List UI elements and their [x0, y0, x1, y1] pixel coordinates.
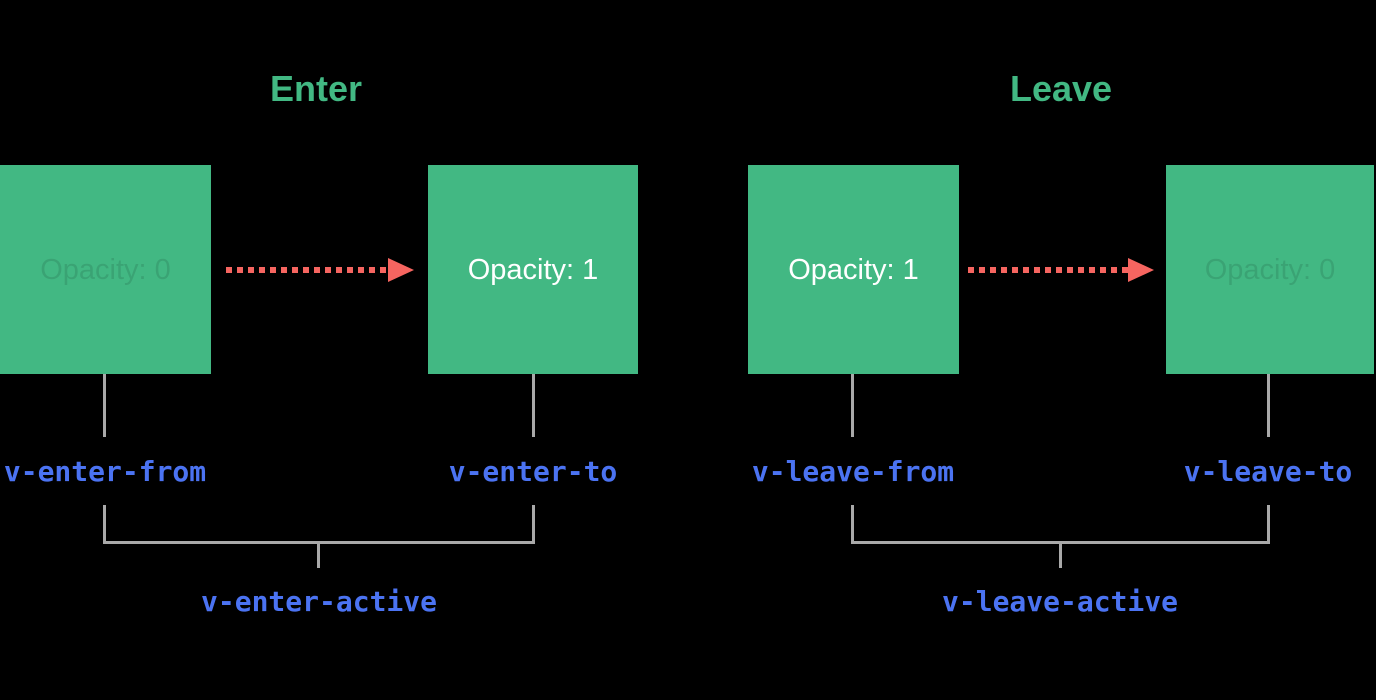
leave-arrowhead-icon	[1128, 258, 1154, 282]
leave-dashed-arrow	[968, 267, 1128, 273]
leave-to-opacity-label: Opacity: 0	[1204, 253, 1336, 286]
leave-to-connector-line	[1267, 374, 1270, 437]
enter-active-class-label: v-enter-active	[200, 585, 438, 618]
enter-to-class-label: v-enter-to	[448, 455, 618, 488]
leave-from-opacity-label: Opacity: 1	[788, 253, 919, 286]
leave-active-bracket-line	[851, 505, 1270, 544]
enter-arrowhead-icon	[388, 258, 414, 282]
leave-from-connector-line	[851, 374, 854, 437]
enter-active-bracket-line	[103, 505, 535, 544]
leave-section-title: Leave	[1009, 68, 1113, 109]
enter-from-opacity-label: Opacity: 0	[40, 253, 171, 286]
leave-active-class-label: v-leave-active	[941, 585, 1179, 618]
leave-from-class-label: v-leave-from	[751, 455, 955, 488]
leave-from-box: Opacity: 1	[748, 165, 959, 374]
enter-from-box: Opacity: 0	[0, 165, 211, 374]
enter-from-class-label: v-enter-from	[3, 455, 207, 488]
enter-section-title: Enter	[269, 68, 363, 109]
enter-from-connector-line	[103, 374, 106, 437]
enter-to-connector-line	[532, 374, 535, 437]
enter-dashed-arrow	[226, 267, 386, 273]
leave-active-tick-line	[1059, 544, 1062, 568]
enter-to-opacity-label: Opacity: 1	[467, 253, 599, 286]
leave-to-class-label: v-leave-to	[1183, 455, 1353, 488]
enter-active-tick-line	[317, 544, 320, 568]
enter-to-box: Opacity: 1	[428, 165, 638, 374]
leave-to-box: Opacity: 0	[1166, 165, 1374, 374]
